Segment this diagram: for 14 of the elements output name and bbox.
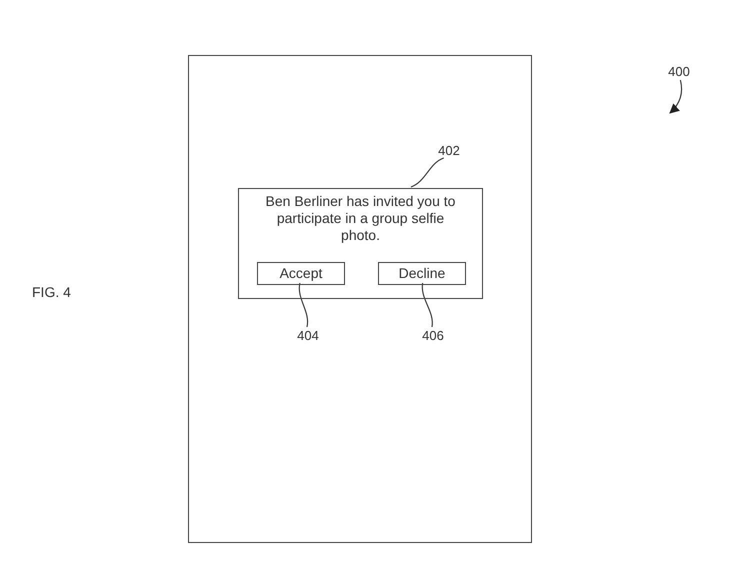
reference-numeral: 404 xyxy=(294,328,322,344)
reference-numeral: 406 xyxy=(419,328,447,344)
leader-line xyxy=(298,282,308,328)
screen-frame xyxy=(188,55,532,543)
leader-line xyxy=(410,158,444,188)
reference-numeral: 402 xyxy=(435,143,463,159)
leader-line xyxy=(422,282,433,328)
accept-button: Accept xyxy=(257,262,345,285)
decline-button: Decline xyxy=(378,262,466,285)
reference-numeral: 400 xyxy=(665,64,693,80)
figure-label: FIG. 4 xyxy=(32,283,71,302)
invitation-message: Ben Berliner has invited you to participate in a group selfie photo. xyxy=(264,193,456,244)
arrow xyxy=(669,80,682,114)
dialog-box xyxy=(238,188,483,299)
